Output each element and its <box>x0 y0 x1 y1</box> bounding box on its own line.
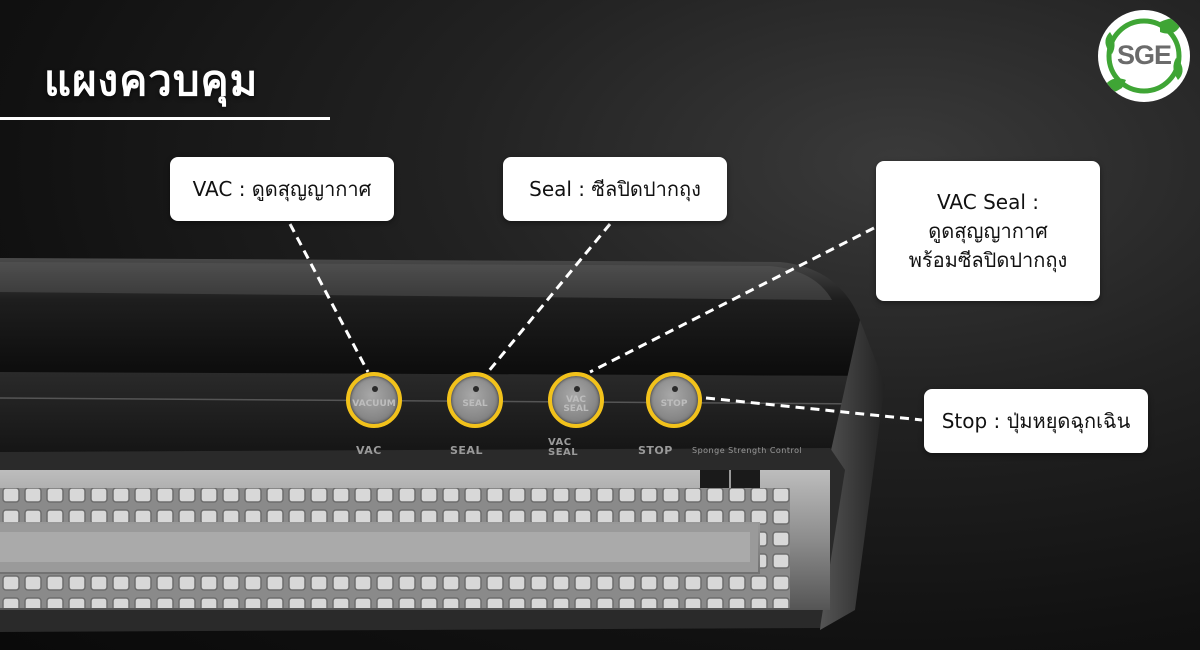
seal-button-engraving: SEAL <box>462 399 488 409</box>
callout-vac-seal-line-1: VAC Seal : <box>937 189 1039 214</box>
led-indicator <box>372 386 378 392</box>
vac-seal-button[interactable]: VAC SEAL <box>548 372 604 428</box>
callout-vac-text: VAC : ดูดสุญญากาศ <box>192 176 372 201</box>
stop-button-engraving: STOP <box>660 399 688 409</box>
callout-vac-seal: VAC Seal : ดูดสุญญากาศ พร้อมซีลปิดปากถุง <box>876 161 1100 301</box>
led-indicator <box>672 386 678 392</box>
front-panel <box>0 372 880 452</box>
panel-label-extra: Sponge Strength Control <box>692 446 803 455</box>
callout-vac: VAC : ดูดสุญญากาศ <box>170 157 394 221</box>
title-underline <box>0 117 330 120</box>
page-title: แผงควบคุม <box>44 56 259 105</box>
gasket-bottom <box>0 574 790 608</box>
vac-seal-engraving-line-2: SEAL <box>563 404 589 414</box>
gasket-right <box>760 488 790 608</box>
callout-stop-text: Stop : ปุ่มหยุดฉุกเฉิน <box>941 408 1131 433</box>
seal-button[interactable]: SEAL <box>447 372 503 428</box>
panel-label-seal: SEAL <box>450 444 483 457</box>
sge-logo: SGE <box>1098 10 1190 102</box>
vac-button-engraving: VACUUM <box>352 399 396 409</box>
vac-seal-engraving-line-1: VAC <box>566 395 586 405</box>
callout-stop: Stop : ปุ่มหยุดฉุกเฉิน <box>924 389 1148 453</box>
callout-vac-seal-line-3: พร้อมซีลปิดปากถุง <box>908 247 1068 272</box>
panel-label-vac: VAC <box>356 444 382 457</box>
callout-vac-seal-line-2: ดูดสุญญากาศ <box>928 218 1048 243</box>
stop-button[interactable]: STOP <box>646 372 702 428</box>
panel-label-stop: STOP <box>638 444 673 457</box>
panel-label-vac-seal: VAC SEAL <box>548 437 579 458</box>
led-indicator <box>574 386 580 392</box>
callout-seal: Seal : ซีลปิดปากถุง <box>503 157 727 221</box>
vac-button[interactable]: VACUUM <box>346 372 402 428</box>
leaf-icon <box>1102 18 1183 94</box>
led-indicator <box>473 386 479 392</box>
vac-seal-button-engraving: VAC SEAL <box>552 396 600 414</box>
gasket-top <box>0 488 790 522</box>
logo-text: SGE <box>1116 40 1172 70</box>
callout-seal-text: Seal : ซีลปิดปากถุง <box>529 176 701 201</box>
